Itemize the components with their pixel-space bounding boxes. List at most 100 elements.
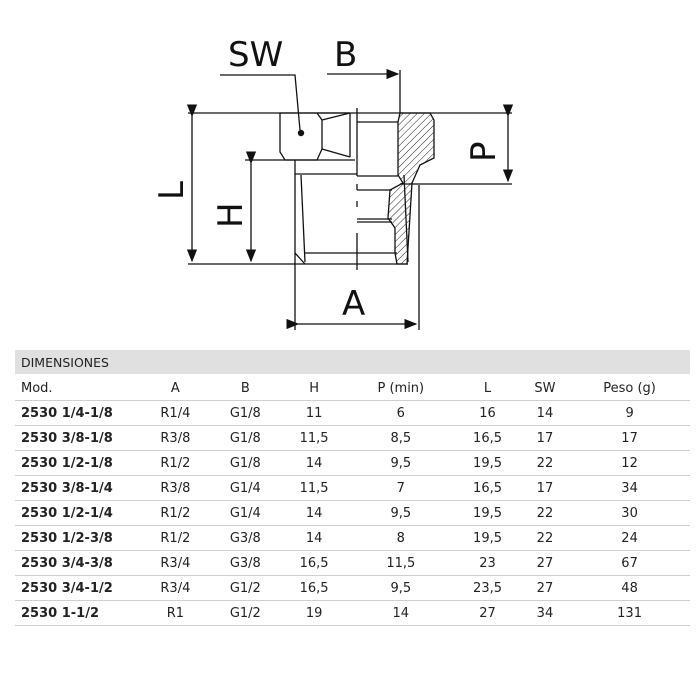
table-title: DIMENSIONES — [15, 350, 690, 376]
table-cell: 11,5 — [280, 475, 348, 501]
table-cell: G3/8 — [209, 550, 281, 576]
table-cell: 9,5 — [347, 500, 455, 526]
label-sw: SW — [228, 35, 283, 75]
table-cell: 16 — [454, 400, 521, 426]
table-cell: R1/2 — [141, 450, 210, 476]
column-header: SW — [520, 375, 570, 401]
table-cell: 9 — [569, 400, 690, 426]
table-cell: 16,5 — [454, 475, 521, 501]
model-cell: 2530 1/2-1/8 — [15, 450, 141, 476]
table-cell: G1/8 — [209, 400, 281, 426]
table-cell: R3/8 — [141, 425, 210, 451]
table-cell: 30 — [569, 500, 690, 526]
table-cell: 12 — [569, 450, 690, 476]
table-cell: 19,5 — [454, 525, 521, 551]
table-cell: 11,5 — [280, 425, 348, 451]
table-cell: 24 — [569, 525, 690, 551]
model-cell: 2530 1-1/2 — [15, 600, 141, 626]
table-cell: 27 — [520, 575, 570, 601]
model-cell: 2530 1/2-1/4 — [15, 500, 141, 526]
table-cell: 14 — [280, 500, 348, 526]
table-cell: R1/2 — [141, 525, 210, 551]
table-cell: G1/8 — [209, 425, 281, 451]
table-cell: 16,5 — [454, 425, 521, 451]
label-b: B — [334, 35, 357, 75]
table-cell: 8,5 — [347, 425, 455, 451]
model-cell: 2530 3/4-1/2 — [15, 575, 141, 601]
table-cell: 34 — [520, 600, 570, 626]
table-cell: R3/4 — [141, 550, 210, 576]
table-cell: G1/8 — [209, 450, 281, 476]
table-cell: 14 — [280, 450, 348, 476]
table-cell: 34 — [569, 475, 690, 501]
table-cell: 17 — [569, 425, 690, 451]
hatched-section — [387, 112, 435, 265]
model-cell: 2530 3/8-1/8 — [15, 425, 141, 451]
label-h: H — [211, 202, 251, 228]
table-cell: G1/4 — [209, 475, 281, 501]
table-cell: 14 — [520, 400, 570, 426]
column-header: H — [280, 375, 348, 401]
column-header: P (min) — [347, 375, 455, 401]
model-cell: 2530 1/2-3/8 — [15, 525, 141, 551]
table-cell: 17 — [520, 425, 570, 451]
table-cell: 22 — [520, 500, 570, 526]
table-cell: 27 — [454, 600, 521, 626]
technical-drawing: SW B A L H P — [152, 35, 514, 330]
column-header: B — [209, 375, 281, 401]
table-cell: 22 — [520, 525, 570, 551]
column-header: Peso (g) — [569, 375, 690, 401]
column-header: L — [454, 375, 521, 401]
table-cell: R1 — [141, 600, 210, 626]
table-cell: 23,5 — [454, 575, 521, 601]
table-cell: 67 — [569, 550, 690, 576]
table-title-row: DIMENSIONES — [15, 350, 690, 376]
table-cell: 8 — [347, 525, 455, 551]
table-cell: 11 — [280, 400, 348, 426]
table-cell: 48 — [569, 575, 690, 601]
table-cell: 19,5 — [454, 500, 521, 526]
fitting-outline — [186, 68, 514, 330]
table-cell: G1/4 — [209, 500, 281, 526]
table-cell: 131 — [569, 600, 690, 626]
table-cell: G3/8 — [209, 525, 281, 551]
model-cell: 2530 1/4-1/8 — [15, 400, 141, 426]
label-l: L — [152, 181, 192, 200]
table-cell: 14 — [347, 600, 455, 626]
table-cell: 22 — [520, 450, 570, 476]
table-cell: 14 — [280, 525, 348, 551]
table-cell: 6 — [347, 400, 455, 426]
table-cell: 19,5 — [454, 450, 521, 476]
table-cell: R3/4 — [141, 575, 210, 601]
table-cell: 11,5 — [347, 550, 455, 576]
table-cell: R1/4 — [141, 400, 210, 426]
table-cell: G1/2 — [209, 600, 281, 626]
model-cell: 2530 3/4-3/8 — [15, 550, 141, 576]
table-cell: R1/2 — [141, 500, 210, 526]
table-cell: 19 — [280, 600, 348, 626]
table-cell: R3/8 — [141, 475, 210, 501]
table-cell: 9,5 — [347, 450, 455, 476]
table-cell: 16,5 — [280, 575, 348, 601]
table-cell: 16,5 — [280, 550, 348, 576]
sw-dot — [297, 129, 305, 137]
label-a: A — [342, 284, 365, 324]
model-cell: 2530 3/8-1/4 — [15, 475, 141, 501]
table-cell: G1/2 — [209, 575, 281, 601]
table-cell: 27 — [520, 550, 570, 576]
column-header: Mod. — [15, 375, 141, 401]
table-cell: 9,5 — [347, 575, 455, 601]
label-p: P — [464, 141, 504, 162]
